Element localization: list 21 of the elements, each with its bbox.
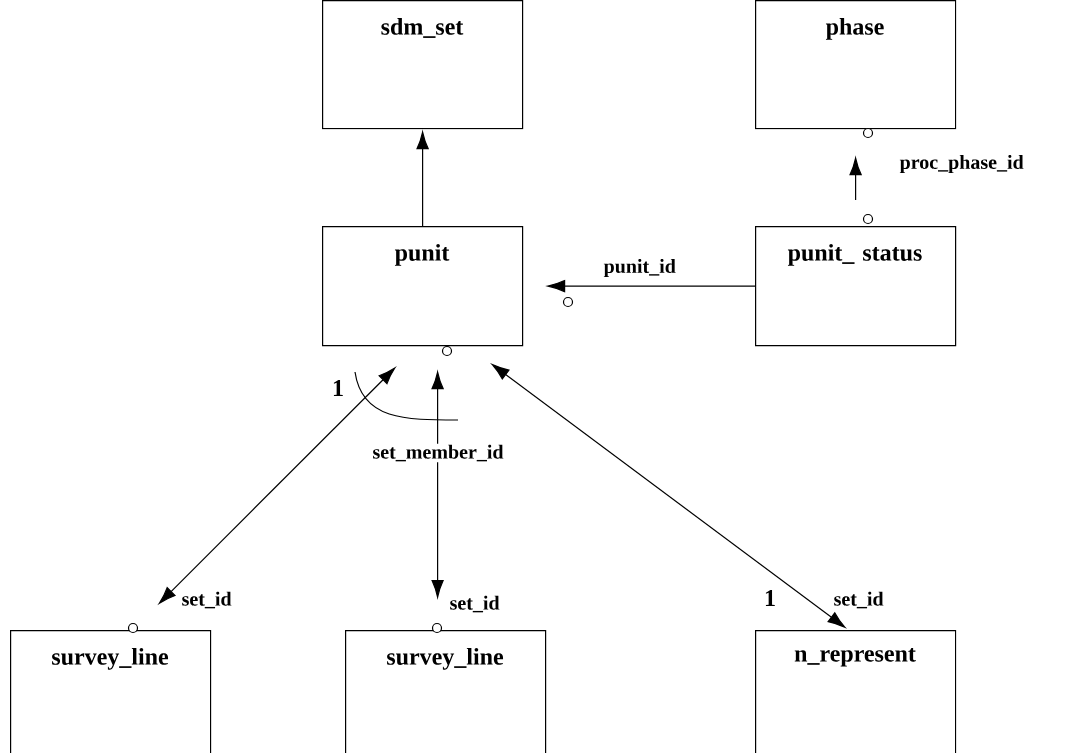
edge-label: punit_id bbox=[603, 258, 676, 278]
arrow bbox=[547, 279, 756, 293]
table-box: n_represent bbox=[755, 630, 957, 753]
arrow bbox=[849, 157, 862, 201]
table-box: survey_line bbox=[10, 630, 212, 753]
table-box: sdm_set bbox=[322, 0, 524, 130]
note-label: set_member_id bbox=[373, 444, 504, 462]
table-box: punit bbox=[322, 226, 524, 347]
table-box: punit_ status bbox=[755, 226, 957, 347]
edge-label: set_id bbox=[450, 595, 500, 613]
arrow bbox=[416, 131, 429, 227]
edge-label: set_id bbox=[834, 591, 884, 609]
edge-label: proc_phase_id bbox=[899, 154, 1024, 174]
arrow bbox=[431, 371, 444, 598]
arrow bbox=[491, 364, 846, 628]
note-label: 1 bbox=[765, 590, 775, 606]
note-label: 1 bbox=[333, 380, 343, 396]
edge-label: set_id bbox=[182, 591, 232, 609]
table-box: phase bbox=[755, 0, 957, 130]
arrow bbox=[158, 367, 396, 604]
table-box: survey_line bbox=[345, 630, 547, 753]
